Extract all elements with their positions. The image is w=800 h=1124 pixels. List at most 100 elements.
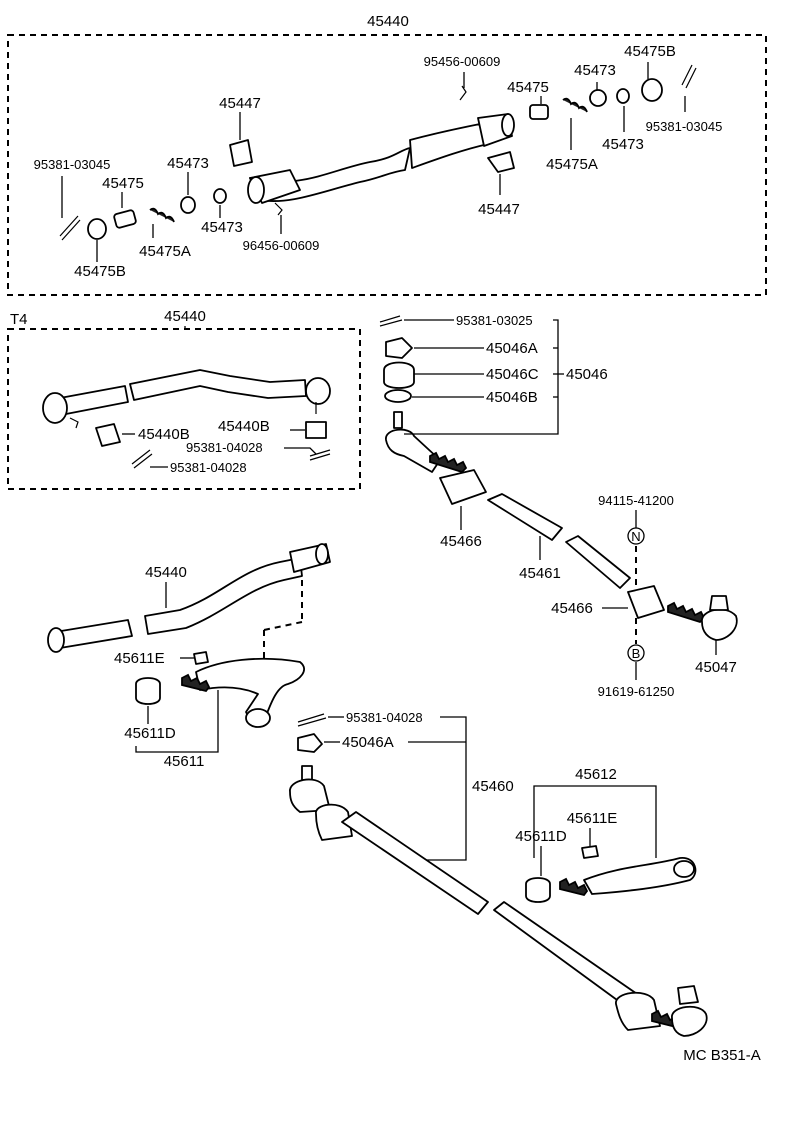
pitman-arm-ball [245,708,271,728]
label: 45611D [124,725,176,742]
t4-stud-left [69,417,79,429]
label: 94115-41200 [598,493,674,508]
label: 96456-00609 [243,238,320,253]
clamp-45466-lower [627,585,665,619]
part-45447-right [487,151,515,173]
label: 45046A [486,340,538,357]
label: 45466 [440,533,482,550]
part-45473-left-2 [213,188,227,204]
part-spring-45475A-left [149,207,175,223]
pitman-arm-45612-eye [673,860,695,878]
bracket-45460 [422,716,467,861]
tube-45461-a [487,493,563,541]
label: 45440 [145,564,187,581]
label: 45046B [486,389,538,406]
pitman-arm-45611 [195,657,305,725]
part-45475B-left [87,218,107,240]
part-spring-45475A-right [562,97,588,113]
tie-rod-tube-left [341,811,489,915]
label: 45475 [507,79,549,96]
label: 45611E [114,650,165,667]
label: 45046A [342,734,394,751]
drag-link-rod-mid-left [54,619,133,649]
t4-nut-45440B-left [95,423,121,447]
label: 45447 [478,201,520,218]
label: 45440B [138,426,190,443]
part-45475-left [113,209,137,229]
part-45475-right [529,104,549,120]
boot-45046C [383,361,415,389]
drag-link-45611-group: 45440 45611E 45611D 45611 [47,543,331,770]
part-45447-left [229,139,253,167]
drag-link-socket-right [501,113,515,137]
label: 95381-03045 [646,119,723,134]
tie-rod-end-lower-left-2 [315,803,353,841]
part-45473-right-1 [589,89,607,107]
seal-45046B [384,389,412,403]
label: 95381-04028 [346,710,423,725]
part-cotter-pin-right [681,64,697,89]
tie-rod-end-45047-thread [667,601,706,624]
label: 45447 [219,95,261,112]
t4-assembly-group: T4 45440 45440B 45440B 95381-04028 95381… [7,308,361,490]
pitman-arm-45612 [583,857,697,895]
tie-rod-end-45047-nut [709,595,729,611]
label: 45473 [574,62,616,79]
t4-rod-middle [129,369,307,401]
label: 45612 [575,766,617,783]
callout-letter-B: B [632,646,641,661]
clamp-45466-upper [439,469,487,505]
label: 95381-04028 [186,440,263,455]
label: 45046C [486,366,539,383]
pitman-arm-thread [181,673,211,693]
nut-45611D [135,677,161,705]
t4-cotter-pin-right [309,449,331,461]
tie-rod-end-lower-right [615,991,661,1031]
label: 45475B [74,263,126,280]
part-45611E-lower [581,845,599,859]
part-45475B-right [641,78,663,102]
stud-lower-left [301,765,313,781]
dashed-connection [263,621,303,631]
drag-link-rod-top-right [409,123,489,169]
drawing-code: MC B351-A [683,1047,761,1064]
nut-45046A [385,337,413,359]
tie-rod-end-45046 [385,428,441,473]
part-grease-fitting-left [274,202,283,216]
label: 45475B [624,43,676,60]
pitman-arm-45612-thread [559,877,589,897]
label: 45466 [551,600,593,617]
label: 45046 [566,366,608,383]
part-cotter-pin-left [59,215,81,241]
cotter-pin-95381-03025 [379,315,403,327]
bracket-45046 [404,319,559,435]
callout-circle-N [627,527,645,545]
t4-assembly-frame [7,328,361,490]
tie-rod-end-lower-right-nut [677,985,699,1005]
label: 45475A [139,243,191,260]
label: 45611E [567,810,618,827]
tie-rod-end-lower-right-ball [671,1005,708,1037]
part-45611E [193,651,209,665]
label: 45461 [519,565,561,582]
nut-45611D-lower [525,877,551,903]
label: 95381-03045 [34,157,111,172]
drag-link-socket-mid-right [315,543,329,565]
leader [284,447,317,455]
label: 95456-00609 [424,54,501,69]
label: 95381-03025 [456,313,533,328]
part-grease-fitting-right [459,85,467,101]
pitman-arm-45612-group: 45612 45611E 45611D [515,766,697,903]
label: 45473 [167,155,209,172]
drag-link-socket-left [247,176,265,204]
tube-45461-b [565,535,631,589]
part-45473-right-2 [616,88,630,104]
callout-letter-N: N [631,529,640,544]
label: 91619-61250 [598,684,675,699]
callout-circle-B [627,644,645,662]
label: 45047 [695,659,737,676]
label: 45473 [602,136,644,153]
bracket-45612 [533,785,657,858]
t4-cotter-pin-left [131,449,153,469]
label: 45473 [201,219,243,236]
